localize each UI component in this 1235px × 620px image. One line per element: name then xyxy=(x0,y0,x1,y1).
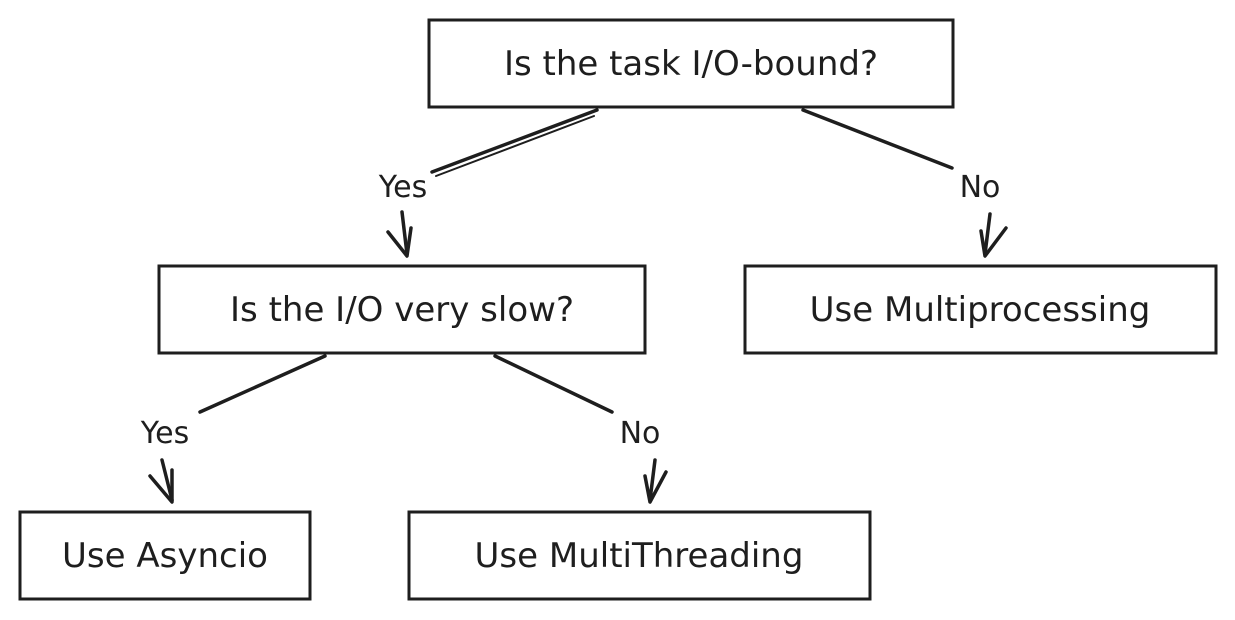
edge-root-yes-line-upper xyxy=(430,108,599,174)
edge-root-yes-arrowhead xyxy=(386,226,413,258)
edge-root-yes-line-lower xyxy=(400,210,409,256)
node-slow-box xyxy=(157,264,647,355)
node-root: Is the task I/O-bound? xyxy=(427,18,955,109)
edge-slow-yes-label: Yes xyxy=(140,416,189,451)
node-asyncio-box xyxy=(18,510,312,601)
node-asyncio-label: Use Asyncio xyxy=(62,536,268,576)
node-root-box xyxy=(427,18,955,109)
edge-slow-yes-arrowhead xyxy=(148,468,174,504)
node-multiprocessing-label: Use Multiprocessing xyxy=(810,290,1151,330)
node-multithreading: Use MultiThreading xyxy=(407,510,872,601)
edge-root-yes-label: Yes xyxy=(378,170,427,205)
node-multiprocessing-box xyxy=(743,264,1218,355)
node-multiprocessing: Use Multiprocessing xyxy=(743,264,1218,355)
edge-slow-no-label: No xyxy=(620,416,661,451)
edge-root-yes-line-upper-double xyxy=(435,115,595,177)
edge-slow-no-line-lower xyxy=(648,458,657,502)
edge-slow-no-arrowhead xyxy=(643,470,668,504)
node-multithreading-label: Use MultiThreading xyxy=(475,536,804,576)
edge-root-no-line-upper xyxy=(801,108,954,170)
node-root-label: Is the task I/O-bound? xyxy=(504,44,878,84)
node-slow: Is the I/O very slow? xyxy=(157,264,647,355)
edge-slow-yes-line-upper xyxy=(198,354,327,414)
edge-slow-yes: Yes xyxy=(140,354,327,504)
edge-root-no-label: No xyxy=(960,170,1001,205)
node-asyncio: Use Asyncio xyxy=(18,510,312,601)
edge-slow-no: No xyxy=(493,354,668,504)
node-multithreading-box xyxy=(407,510,872,601)
edge-slow-no-line-upper xyxy=(493,354,614,414)
edge-root-no-arrowhead xyxy=(979,226,1008,258)
edge-root-no: No xyxy=(801,108,1008,258)
edge-root-yes: Yes xyxy=(378,108,599,258)
node-slow-label: Is the I/O very slow? xyxy=(230,290,574,330)
edge-root-no-line-lower xyxy=(983,212,992,256)
